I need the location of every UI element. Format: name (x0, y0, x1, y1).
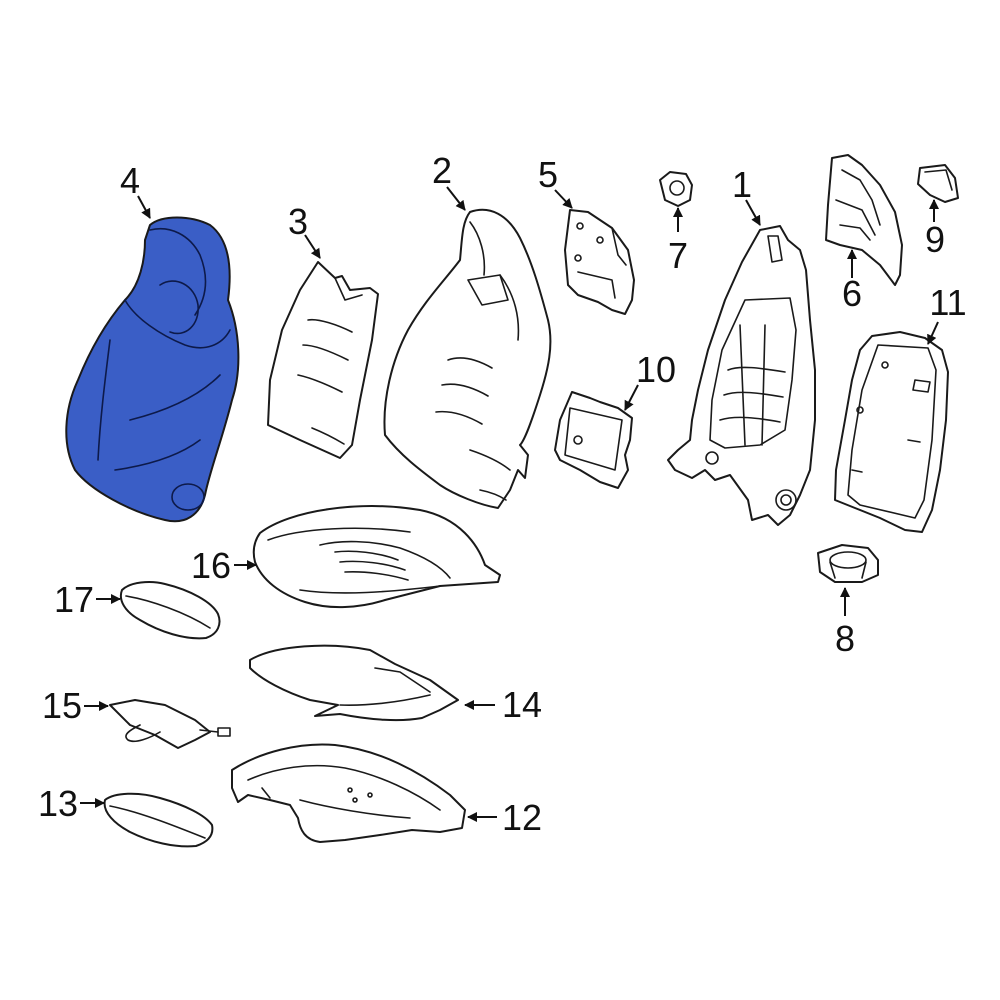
callout-label: 6 (842, 273, 862, 314)
callout-label: 3 (288, 201, 308, 242)
part-12-seat-shell[interactable] (231, 743, 466, 843)
callout-label: 13 (38, 783, 78, 824)
callout-label: 11 (929, 282, 966, 323)
part-11-back-panel[interactable] (834, 331, 949, 533)
callout-label: 9 (925, 219, 945, 260)
leader-1 (745, 199, 761, 226)
callout-labels: 4 3 2 5 7 1 6 9 10 11 8 16 17 14 15 12 1… (38, 150, 967, 838)
callout-label: 12 (502, 797, 542, 838)
leader-11 (927, 321, 939, 345)
callout-label: 14 (502, 684, 542, 725)
part-7-clip[interactable] (659, 171, 693, 207)
callout-label: 1 (732, 164, 752, 205)
part-9-clip[interactable] (917, 164, 959, 203)
part-2-backrest-cushion[interactable] (383, 208, 552, 509)
callout-label: 2 (432, 150, 452, 191)
leader-3 (304, 234, 321, 259)
part-1-seat-frame[interactable] (667, 225, 816, 526)
part-15-heating-pad[interactable] (109, 699, 231, 749)
part-8-actuator[interactable] (817, 544, 879, 583)
part-6-side-trim[interactable] (825, 154, 903, 286)
leader-lines (80, 186, 939, 822)
part-17-bolster[interactable] (120, 581, 221, 640)
callout-label: 17 (54, 579, 94, 620)
callout-label: 4 (120, 160, 140, 201)
part-5-bracket[interactable] (564, 209, 635, 315)
leader-5 (554, 189, 573, 209)
part-13-bolster[interactable] (103, 792, 214, 848)
callout-label: 5 (538, 154, 558, 195)
part-16-seat-cushion-cover[interactable] (252, 505, 501, 609)
part-10-bracket-plate[interactable] (554, 391, 633, 489)
callout-label: 8 (835, 618, 855, 659)
part-3-backrest-pad[interactable] (267, 261, 379, 459)
leader-10 (624, 384, 639, 411)
callout-label: 15 (42, 685, 82, 726)
callout-label: 10 (636, 349, 676, 390)
leader-4 (137, 195, 151, 219)
callout-label: 7 (668, 235, 688, 276)
leader-2 (446, 186, 466, 211)
callout-label: 16 (191, 545, 231, 586)
part-4-backrest-cover[interactable] (65, 216, 240, 523)
part-14-seat-pad[interactable] (249, 644, 459, 722)
